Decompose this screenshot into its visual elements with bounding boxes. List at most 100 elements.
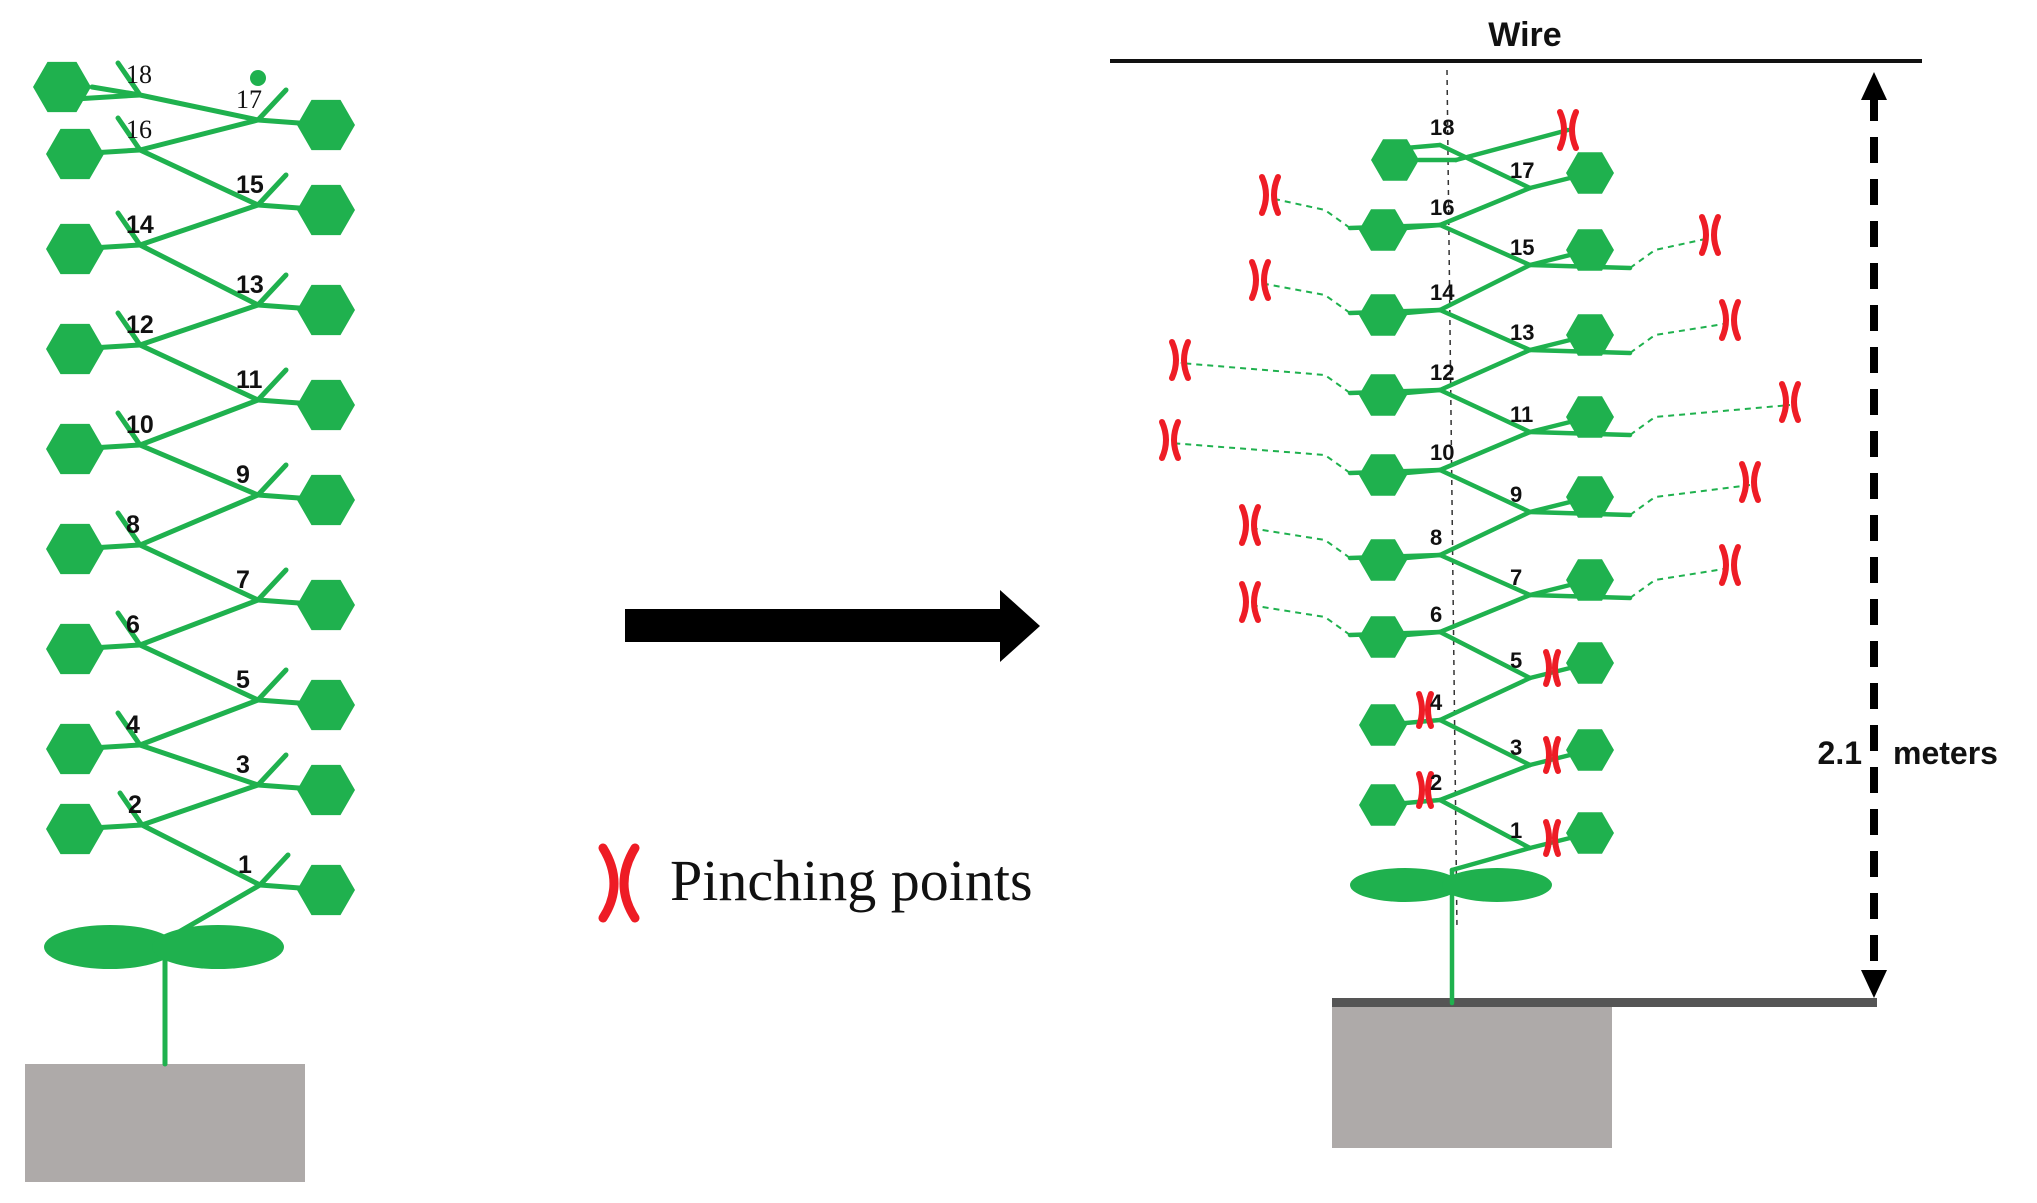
right-node-label: 1	[1510, 818, 1522, 843]
right-stem-segment	[1437, 222, 1533, 268]
left-stem-segment	[137, 697, 261, 748]
right-stem-segment	[1437, 675, 1533, 723]
pinch-mark-icon	[1739, 461, 1749, 503]
right-node-label: 2	[1430, 770, 1442, 795]
right-stem-segment	[1437, 797, 1533, 851]
right-cotyledon-right	[1442, 868, 1552, 902]
pinch-mark-icon	[1731, 544, 1741, 586]
right-leaf-hexagon	[1359, 294, 1407, 336]
left-stem-segment	[137, 342, 261, 403]
left-shoot-tip	[255, 752, 289, 788]
pinch-mark-icon	[1416, 691, 1425, 729]
left-shoot-tip	[255, 272, 289, 308]
left-stem-segment	[137, 302, 261, 348]
right-stem-segment	[1437, 467, 1533, 515]
right-leaf-hexagon	[1566, 314, 1614, 356]
pinch-mark-icon	[1271, 174, 1281, 216]
right-stem-segment	[1453, 127, 1571, 163]
right-node-label: 5	[1510, 648, 1522, 673]
right-node-label: 4	[1430, 690, 1443, 715]
right-stem-segment	[1437, 629, 1533, 681]
right-node-label: 13	[1510, 320, 1534, 345]
left-leaf-hexagon	[46, 803, 104, 855]
pinch-mark-icon	[1425, 691, 1434, 729]
left-shoot-tip	[115, 115, 143, 153]
pinch-mark-icon	[1543, 736, 1552, 774]
right-node-label: 8	[1430, 525, 1442, 550]
height-dimension-arrow	[1861, 72, 1887, 998]
left-stem-segment	[137, 147, 261, 208]
left-leaf-hexagon	[297, 284, 355, 336]
right-pruned-shoot	[1629, 322, 1731, 354]
left-shoot-tip	[255, 367, 289, 403]
left-plant-pot	[25, 1064, 305, 1182]
right-leaf-hexagon	[1566, 812, 1614, 854]
left-node-label: 8	[126, 511, 140, 539]
right-stem-segment	[1437, 142, 1533, 191]
right-pruned-shoot	[1249, 527, 1351, 559]
right-leaf-hexagon	[1359, 454, 1407, 496]
left-shoot-tip	[115, 710, 143, 748]
left-shoot-tip	[115, 310, 143, 348]
legend: Pinching points	[598, 843, 1033, 923]
left-stem-segment	[139, 782, 261, 828]
left-stem-segment	[137, 492, 261, 548]
left-leaf-hexagon	[297, 99, 355, 151]
left-leaf-hexagon	[297, 474, 355, 526]
right-leaf-hexagon	[1566, 476, 1614, 518]
left-stem-segment	[139, 822, 263, 888]
pinch-mark-icon	[1251, 581, 1261, 623]
legend-pinch-mark-icon	[598, 843, 640, 923]
pinch-mark-icon	[1239, 504, 1249, 546]
left-stem-segment	[137, 202, 261, 248]
left-stem-segment	[137, 642, 261, 703]
left-stem-segment	[137, 442, 261, 498]
right-leaf-hexagon	[1566, 642, 1614, 684]
left-leaf-hexagon	[46, 223, 104, 275]
left-shoot-tip	[115, 60, 143, 98]
right-pruned-shoot	[1629, 567, 1731, 599]
left-plant-stems	[72, 60, 329, 1067]
pinch-mark-icon	[1779, 381, 1789, 423]
pinch-mark-icon	[1416, 771, 1425, 809]
right-plant: Wire 2.1 meters 123456789101112131415161…	[1110, 16, 1998, 1148]
left-stem-segment	[137, 742, 261, 788]
right-pruned-shoot	[1249, 604, 1351, 636]
left-stem-segment	[137, 242, 261, 308]
pinch-mark-icon	[1261, 259, 1271, 301]
left-shoot-tip	[117, 790, 145, 828]
pinch-mark-icon	[1425, 771, 1434, 809]
right-stem-segment	[1437, 552, 1533, 598]
pinch-mark-icon	[1543, 649, 1552, 687]
left-leaf-hexagon	[46, 723, 104, 775]
right-stem-segment	[1437, 185, 1533, 228]
left-node-label: 10	[126, 411, 154, 439]
left-node-label: 16	[126, 115, 152, 144]
left-node-label: 12	[126, 311, 154, 339]
pinch-mark-icon	[1543, 819, 1552, 857]
right-node-label: 12	[1430, 360, 1454, 385]
left-leaf-hexagon	[297, 864, 355, 916]
right-leaf-hexagon	[1359, 616, 1407, 658]
transition-arrow	[625, 590, 1040, 662]
left-node-label: 7	[236, 566, 250, 594]
pinch-mark-icon	[1552, 649, 1561, 687]
left-leaf-hexagon	[297, 184, 355, 236]
right-node-label: 11	[1510, 402, 1533, 427]
left-node-label: 17	[236, 85, 262, 114]
right-pruned-shoot	[1179, 362, 1351, 394]
left-stem-segment	[137, 92, 261, 123]
right-node-label: 17	[1510, 158, 1534, 183]
left-stem-segment	[137, 117, 261, 153]
left-cotyledon-left	[44, 925, 176, 969]
center-guide-line	[1446, 69, 1458, 931]
right-stem-segment	[1449, 845, 1533, 873]
left-shoot-tip	[115, 510, 143, 548]
right-node-label: 7	[1510, 565, 1522, 590]
pinch-mark-icon	[1169, 339, 1179, 381]
pinch-mark-icon	[1711, 214, 1721, 256]
left-shoot-tip	[255, 462, 289, 498]
right-leaf-hexagon	[1371, 139, 1419, 181]
